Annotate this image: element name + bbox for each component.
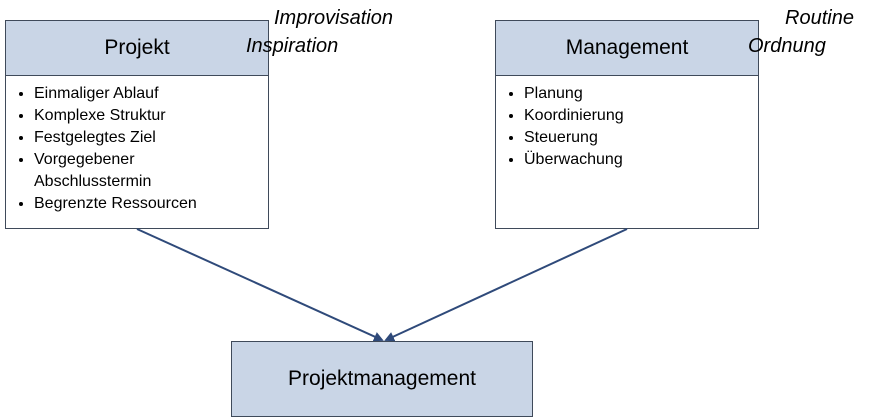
projektmanagement-box: Projektmanagement — [231, 341, 533, 417]
management-note-ordnung: Ordnung — [748, 35, 826, 57]
list-item: Planung — [524, 83, 758, 105]
management-list: Planung Koordinierung Steuerung Überwach… — [496, 76, 758, 171]
list-item: Einmaliger Ablauf — [34, 83, 268, 105]
list-item: Überwachung — [524, 149, 758, 171]
management-title: Management — [565, 36, 689, 59]
projekt-title: Projekt — [104, 36, 170, 59]
list-item: Begrenzte Ressourcen — [34, 193, 268, 215]
projekt-list: Einmaliger Ablauf Komplexe Struktur Fest… — [6, 76, 268, 215]
arrow-management-to-result — [384, 228, 628, 342]
projekt-note-improvisation: Improvisation — [274, 7, 393, 29]
projekt-box-header: Projekt — [5, 20, 269, 76]
projektmanagement-title: Projektmanagement — [288, 367, 476, 390]
projekt-box-body: Einmaliger Ablauf Komplexe Struktur Fest… — [5, 76, 269, 229]
management-box-body: Planung Koordinierung Steuerung Überwach… — [495, 76, 759, 229]
list-item: Vorgegebener Abschlusstermin — [34, 149, 184, 193]
list-item: Festgelegtes Ziel — [34, 127, 268, 149]
list-item: Koordinierung — [524, 105, 758, 127]
management-note-routine: Routine — [785, 7, 854, 29]
arrow-projekt-to-result — [136, 228, 384, 342]
management-box-header: Management — [495, 20, 759, 76]
list-item: Komplexe Struktur — [34, 105, 268, 127]
list-item: Steuerung — [524, 127, 758, 149]
projekt-note-inspiration: Inspiration — [246, 35, 339, 57]
